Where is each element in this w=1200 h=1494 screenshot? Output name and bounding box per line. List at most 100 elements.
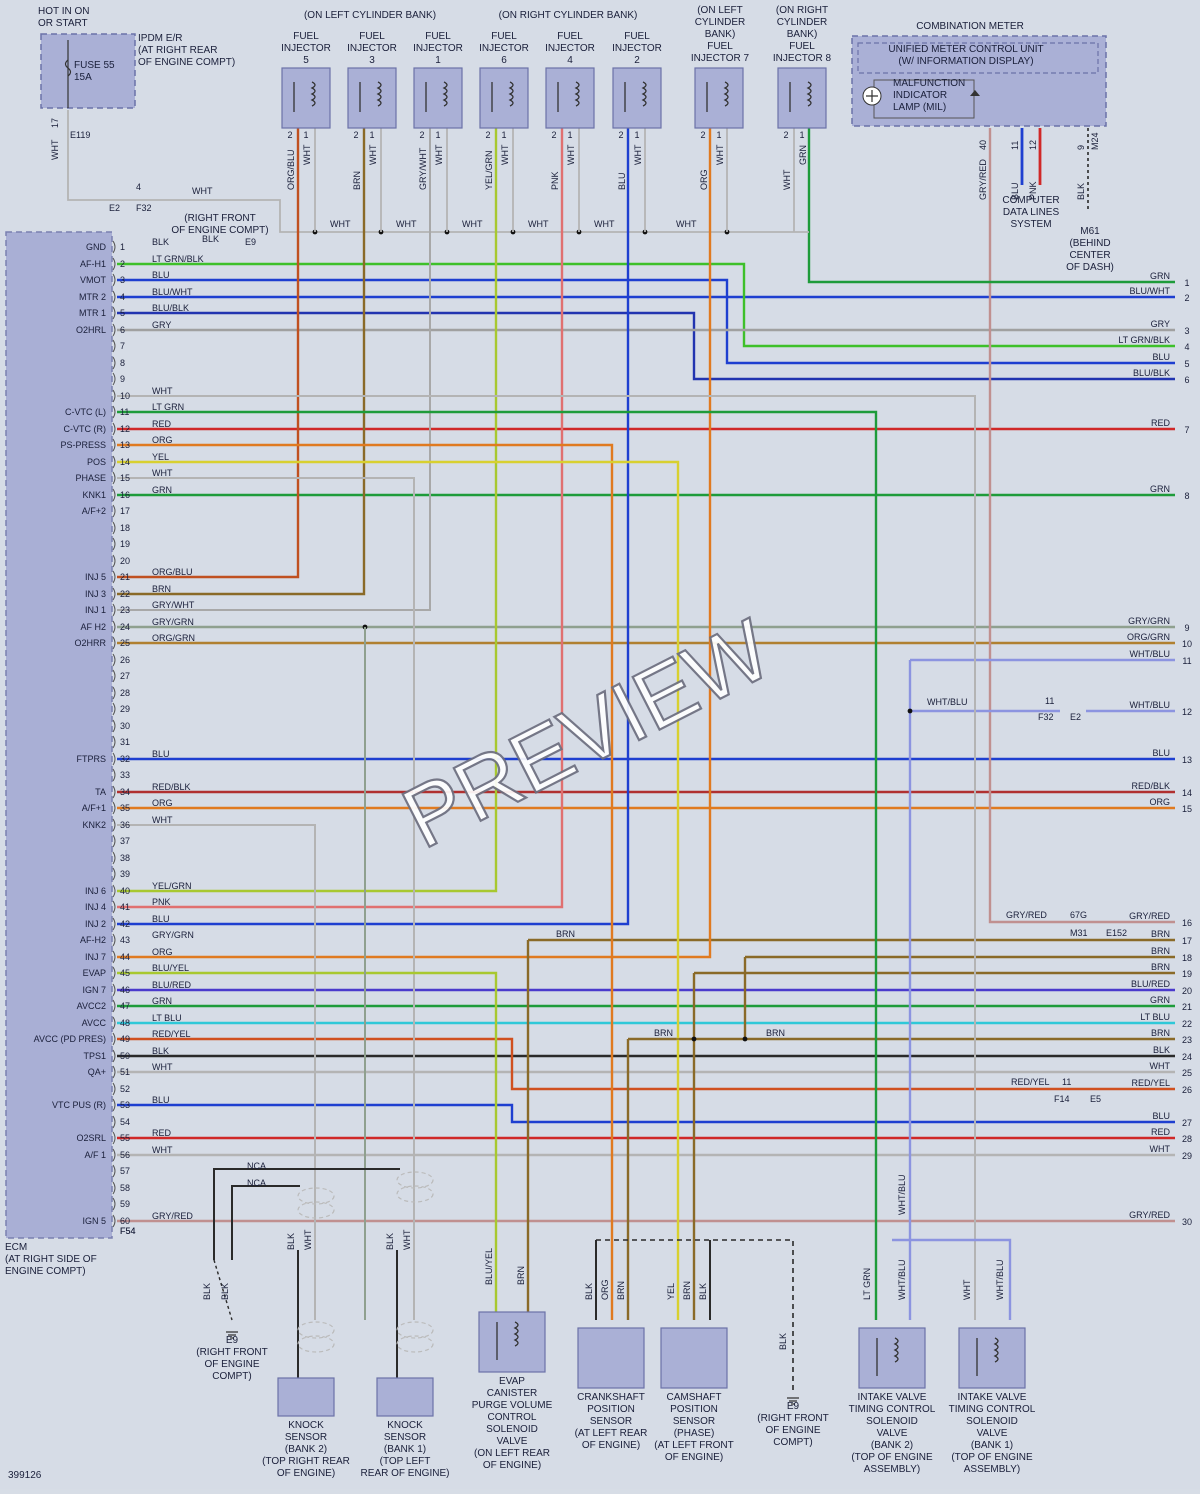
ecm-pin-arc xyxy=(112,521,116,535)
splice-dot xyxy=(691,1036,697,1042)
component-label-knock1-line: REAR OF ENGINE) xyxy=(361,1468,450,1479)
misc-label: WHT xyxy=(462,219,483,229)
label-mil-line: INDICATOR xyxy=(893,90,947,101)
meter-pin: 11 xyxy=(1010,141,1020,150)
ecm-pin-name: INJ 7 xyxy=(85,952,106,962)
label-leftbank-line: (ON LEFT CYLINDER BANK) xyxy=(304,10,436,21)
injector-pin: 2 xyxy=(353,130,358,140)
right-wire-label: BLU xyxy=(1152,748,1170,758)
ecm-pin-name: PHASE xyxy=(75,473,106,483)
injector-label-line: INJECTOR xyxy=(479,43,529,54)
ground-label-line: OF ENGINE xyxy=(765,1425,820,1436)
component-label-crank-line: CRANKSHAFT xyxy=(577,1392,645,1403)
ecm-pin-name: MTR 1 xyxy=(79,308,106,318)
ecm-pin-arc xyxy=(112,273,116,287)
ecm-pin-arc xyxy=(112,1049,116,1063)
ecm-wire-label: RED xyxy=(152,1128,172,1138)
shield-ellipse xyxy=(396,1185,434,1203)
injector-wire-left: YEL/GRN xyxy=(484,150,494,190)
ecm-pin-number: 21 xyxy=(120,572,130,582)
ecm-wire-label: RED xyxy=(152,419,172,429)
ecm-wire-label: ORG/BLU xyxy=(152,567,193,577)
ecm-pin-name: O2HRL xyxy=(76,325,106,335)
misc-label: E119 xyxy=(70,130,90,140)
component-label-ivt1-line: TIMING CONTROL xyxy=(949,1404,1036,1415)
injector-pin: 1 xyxy=(799,130,804,140)
ecm-pin-arc xyxy=(112,504,116,518)
injector-label-line: FUEL xyxy=(293,31,319,42)
misc-label: BLK xyxy=(202,234,219,244)
ecm-pin-arc xyxy=(112,966,116,980)
shield-ellipse xyxy=(297,1201,335,1219)
ecm-pin-number: 51 xyxy=(120,1067,130,1077)
injector-label-line: INJECTOR xyxy=(413,43,463,54)
right-wire-number: 12 xyxy=(1182,707,1192,717)
component-ivt1 xyxy=(958,1327,1026,1389)
fuel-injector-box xyxy=(347,67,397,129)
component-label-evap-line: SOLENOID xyxy=(486,1424,538,1435)
injector-label-line: INJECTOR xyxy=(545,43,595,54)
ecm-wire-label: LT GRN xyxy=(152,402,184,412)
wire-nca-1 xyxy=(213,1168,400,1260)
component-label-cam-line: OF ENGINE) xyxy=(665,1452,723,1463)
label-m61-line: CENTER xyxy=(1069,250,1110,261)
component-label-knock2-line: SENSOR xyxy=(285,1432,327,1443)
ecm-pin-arc xyxy=(112,719,116,733)
component-label-knock2-line: KNOCK xyxy=(288,1420,324,1431)
ecm-pin-name: AF-H1 xyxy=(80,259,106,269)
right-wire-label: BLU/RED xyxy=(1131,979,1171,989)
right-wire-label: RED xyxy=(1151,1127,1171,1137)
ecm-pin-arc xyxy=(112,240,116,254)
shield-ellipse xyxy=(396,1321,434,1339)
ground-label-line: E9 xyxy=(226,1335,239,1346)
ecm-pin-number: 58 xyxy=(120,1183,130,1193)
component-label-ivt2-line: (BANK 2) xyxy=(871,1440,913,1451)
right-wire-number: 27 xyxy=(1182,1118,1192,1128)
right-wire-label: BRN xyxy=(1151,962,1170,972)
ecm-pin-arc xyxy=(112,1131,116,1145)
ecm-pin-number: 6 xyxy=(120,325,125,335)
component-ivt2 xyxy=(858,1327,926,1389)
wire-nca-2 xyxy=(231,1185,300,1260)
ecm-pin-number: 45 xyxy=(120,968,130,978)
ecm-wire-label: GRY/RED xyxy=(152,1211,193,1221)
injector-pin: 1 xyxy=(567,130,572,140)
wire-gryred-meter xyxy=(988,128,1175,924)
ecm-wire-label: ORG xyxy=(152,435,173,445)
injector-label-line: FUEL xyxy=(425,31,451,42)
ecm-wire-label: WHT xyxy=(152,1062,173,1072)
ecm-wire-label: BLK xyxy=(152,1046,169,1056)
ecm-pin-name: EVAP xyxy=(83,968,106,978)
injector-pin: 1 xyxy=(501,130,506,140)
right-wire-label: ORG xyxy=(1149,797,1170,807)
ecm-pin-number: 42 xyxy=(120,919,130,929)
misc-label: E9 xyxy=(245,237,256,247)
ecm-pin-number: 53 xyxy=(120,1100,130,1110)
ecm-pin-number: 17 xyxy=(120,506,130,516)
misc-label: E2 xyxy=(109,203,120,213)
ground-label-line: OF ENGINE xyxy=(204,1359,259,1370)
ecm-pin-name: C-VTC (R) xyxy=(64,424,107,434)
misc-label: 67G xyxy=(1070,910,1087,920)
ecm-pin-name: VTC PUS (R) xyxy=(52,1100,106,1110)
ecm-pin-arc xyxy=(112,950,116,964)
ecm-wire-label: ORG xyxy=(152,947,173,957)
ecm-pin-arc xyxy=(112,570,116,584)
right-wire-label: GRY/RED xyxy=(1129,1210,1170,1220)
component-coil-icon xyxy=(976,1337,999,1376)
wire-label: BRN xyxy=(682,1281,692,1300)
ecm-pin-arc xyxy=(112,785,116,799)
ecm-pin-number: 19 xyxy=(120,539,130,549)
ecm-wire-label: BLU xyxy=(152,749,170,759)
ecm-pin-arc xyxy=(112,339,116,353)
wire-evap xyxy=(117,971,498,1320)
wire-ivt2 xyxy=(117,410,878,1320)
right-wire-label: BRN xyxy=(1151,946,1170,956)
wire-label: BLK xyxy=(778,1333,788,1350)
component-label-ivt1-line: INTAKE VALVE xyxy=(958,1392,1027,1403)
component-knock1 xyxy=(376,1377,434,1417)
component-label-evap-line: OF ENGINE) xyxy=(483,1460,541,1471)
ecm-pin-number: 1 xyxy=(120,242,125,252)
right-wire-label: BRN xyxy=(1151,929,1170,939)
